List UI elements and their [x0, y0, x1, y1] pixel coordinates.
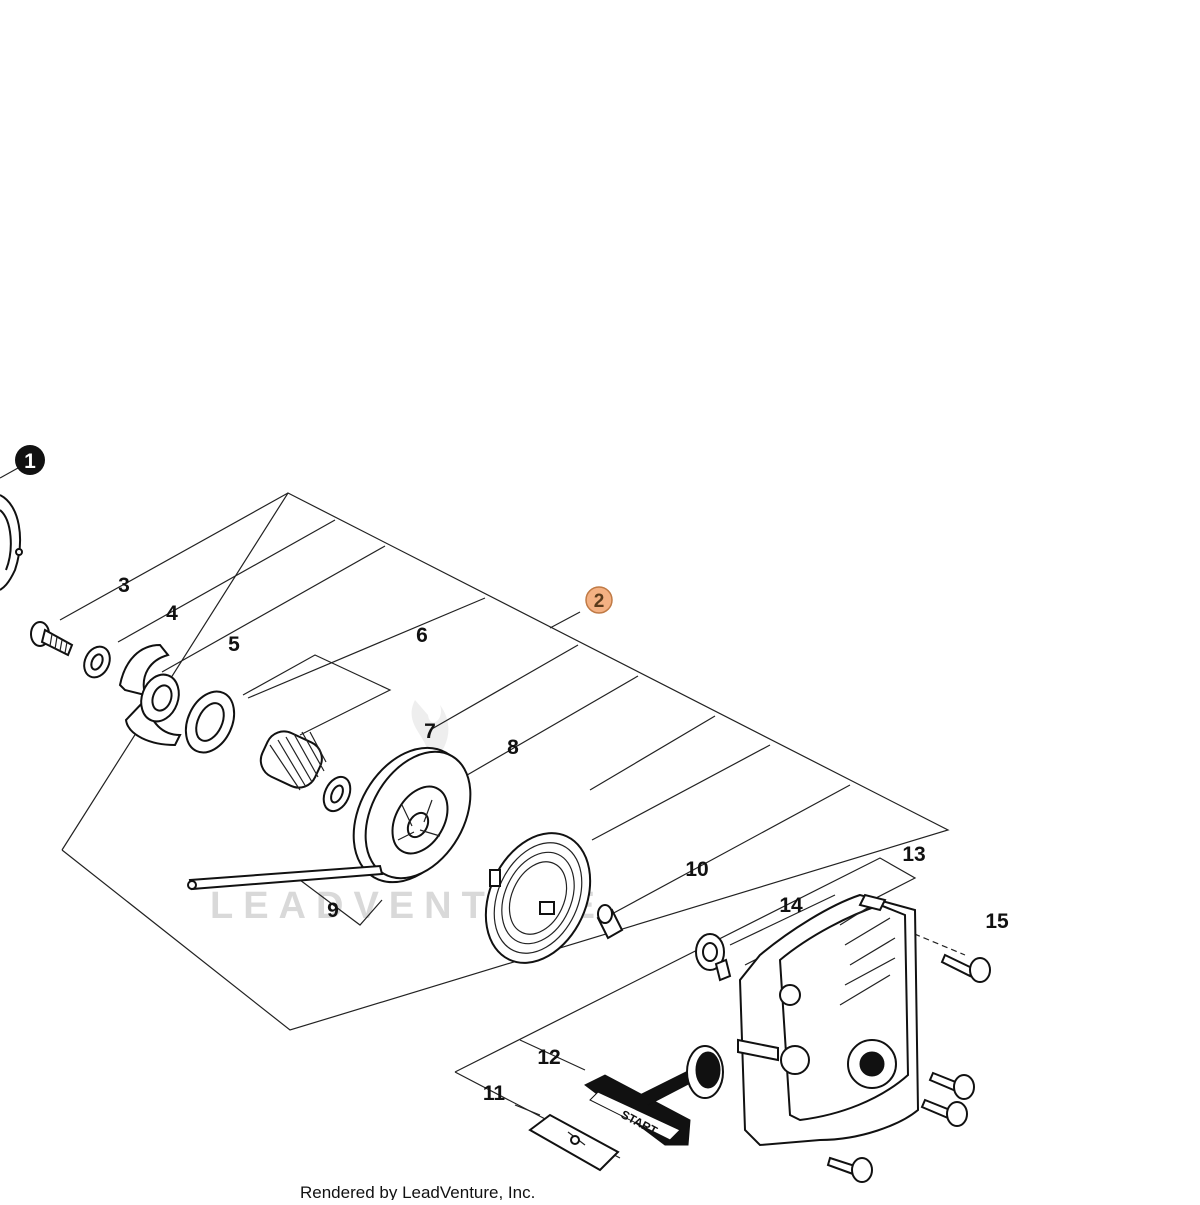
part-12-handle: START — [584, 1045, 724, 1146]
callout-10[interactable]: 10 — [685, 858, 708, 881]
callout-7[interactable]: 7 — [424, 720, 436, 743]
callout-12[interactable]: 12 — [537, 1046, 560, 1069]
callout-3[interactable]: 3 — [118, 574, 130, 597]
part-10-rewind-spring — [484, 832, 592, 964]
part-8-pulley — [352, 746, 472, 884]
callout-1[interactable]: 1 — [15, 445, 45, 475]
part-11-grip-insert — [528, 1113, 620, 1172]
callout-13[interactable]: 13 — [902, 843, 925, 866]
callout-6[interactable]: 6 — [416, 624, 428, 647]
callout-14[interactable]: 14 — [779, 894, 803, 917]
part-13-starter-cover — [737, 893, 920, 1147]
part-10-bushing — [596, 904, 624, 940]
part-1-housing — [0, 494, 23, 591]
part-7-washer — [322, 775, 352, 813]
callout-4[interactable]: 4 — [166, 602, 178, 625]
callout-5[interactable]: 5 — [228, 633, 240, 656]
leader-lines — [0, 467, 966, 1159]
part-9-rope — [187, 864, 384, 891]
part-spring-coil — [259, 730, 327, 791]
part-5-pawl — [118, 643, 182, 747]
part-15-screws — [826, 953, 991, 1183]
callout-2-assembly[interactable]: 2 — [585, 586, 613, 614]
part-3-screw — [30, 621, 74, 657]
callout-8[interactable]: 8 — [507, 736, 519, 759]
part-6-washer — [184, 690, 236, 754]
part-14-sleeve — [695, 933, 732, 982]
callout-11[interactable]: 11 — [483, 1082, 506, 1105]
part-4-washer — [83, 645, 111, 679]
callout-15[interactable]: 15 — [985, 910, 1009, 933]
footer-credit: Rendered by LeadVenture, Inc. — [300, 1183, 535, 1200]
svg-text:1: 1 — [24, 450, 36, 473]
svg-text:2: 2 — [594, 591, 605, 612]
callout-9[interactable]: 9 — [327, 899, 339, 922]
